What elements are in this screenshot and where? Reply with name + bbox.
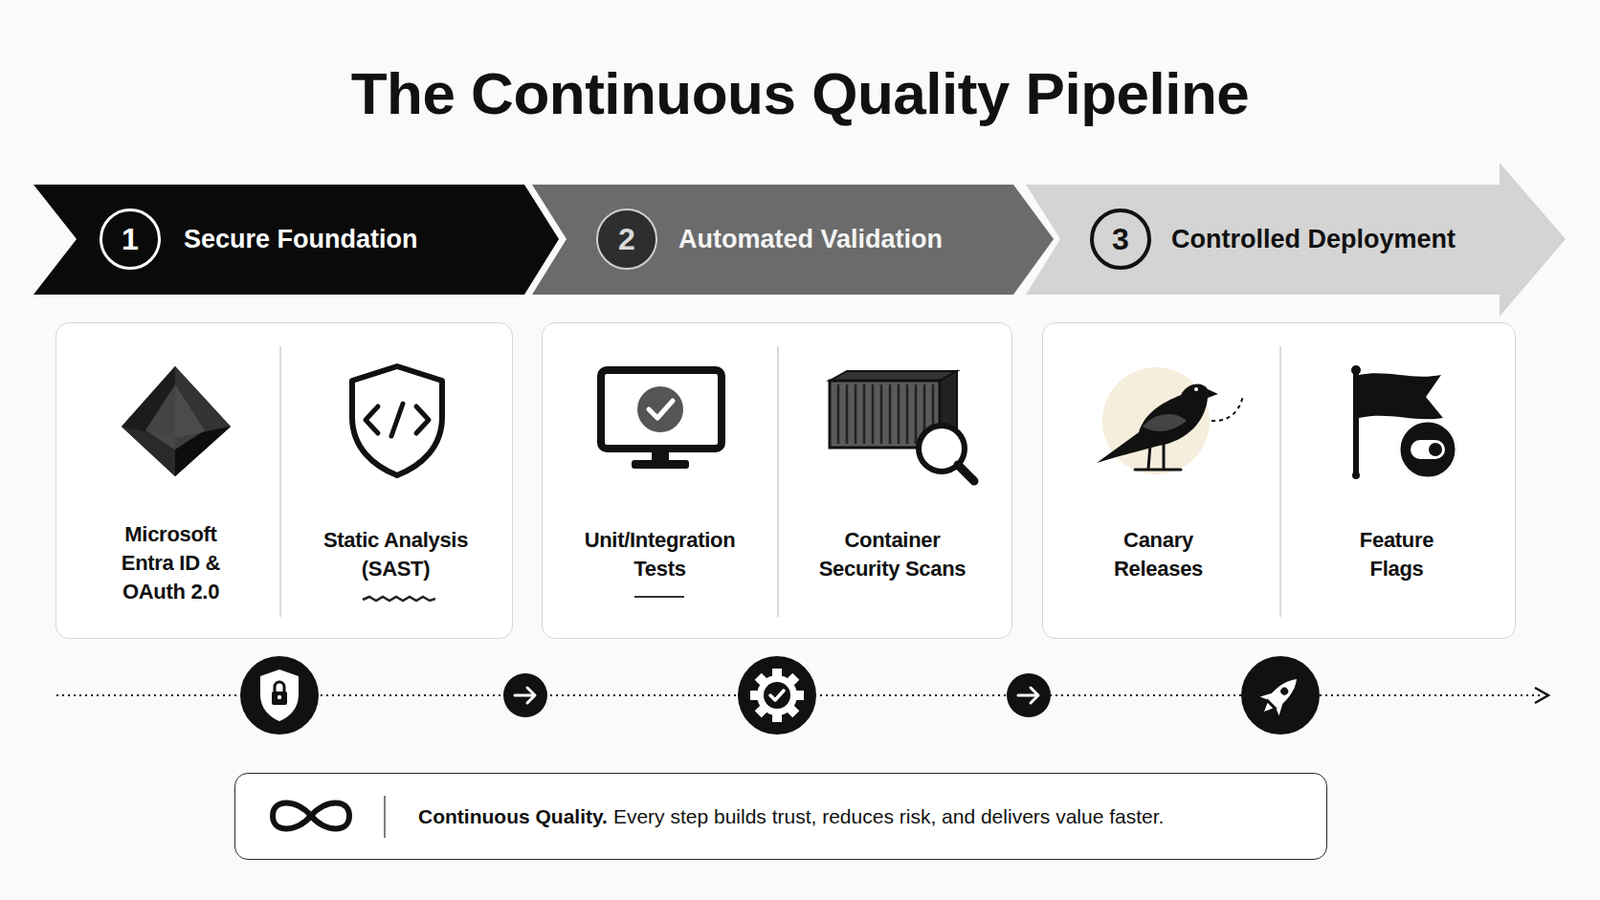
summary-text: Every step builds trust, reduces risk, a… (613, 805, 1164, 829)
arrow-badge (1006, 673, 1051, 718)
gear-badge (763, 682, 791, 710)
phase-title: Automated Validation (678, 224, 943, 255)
step-number: 1 (121, 223, 139, 255)
band-shape (1025, 162, 1566, 317)
tool-label: Static Analysis (SAST) (300, 526, 492, 584)
gear-badge (772, 668, 782, 679)
lock-badge (260, 669, 299, 722)
phase-band: Controlled Deployment 3 (1025, 162, 1566, 317)
lock-badge (271, 691, 288, 706)
rocket-badge (1254, 669, 1307, 722)
gear-badge (737, 656, 817, 735)
rocket-badge (1241, 656, 1320, 735)
phase-band: Secure Foundation 1 (33, 184, 559, 295)
summary-box: Continuous Quality.Every step builds tru… (234, 773, 1328, 861)
gear-badge (750, 668, 804, 723)
rocket-badge (1260, 688, 1274, 702)
tool-label: Unit/Integration Tests (564, 526, 756, 584)
lock-badge (274, 682, 285, 693)
rocket-badge (1261, 703, 1273, 715)
band-shape (532, 184, 1054, 295)
gear-badge (755, 673, 769, 688)
rocket-badge (1274, 702, 1289, 716)
arrow-badge (503, 673, 548, 718)
tool-card: Unit/Integration Tests Container Security… (541, 322, 1013, 640)
arrow-badge (1018, 688, 1039, 704)
gear-badge (755, 704, 769, 718)
gear-badge (772, 712, 782, 723)
gear-badge (737, 656, 817, 735)
tool-label: Container Security Scans (811, 526, 975, 584)
phase-band: Automated Validation 2 (532, 184, 1054, 295)
rocket-badge (1266, 673, 1303, 710)
step-number-circle: 1 (99, 208, 161, 270)
tool-label: Feature Flags (1344, 526, 1450, 584)
step-number: 2 (618, 223, 636, 255)
rocket-badge (1241, 656, 1320, 735)
timeline (1534, 688, 1549, 704)
gear-badge (750, 690, 760, 701)
tool-card: Microsoft Entra ID & OAuth 2.0 Static Ana… (55, 322, 513, 640)
arrow-badge (514, 688, 535, 704)
tool-label: Canary Releases (1101, 526, 1217, 584)
phase-title: Controlled Deployment (1171, 224, 1456, 255)
tool-label: Microsoft Entra ID & OAuth 2.0 (104, 520, 239, 607)
title: The Continuous Quality Pipeline (0, 63, 1600, 125)
gear-badge (770, 690, 784, 701)
lock-badge (240, 656, 319, 735)
lock-badge (240, 656, 319, 735)
arrow-badge (1006, 673, 1051, 718)
arrow-badge (503, 673, 548, 718)
step-number: 3 (1111, 223, 1130, 255)
band-shape (33, 184, 559, 295)
timeline (56, 694, 1543, 697)
gear-badge (794, 690, 804, 701)
step-number-circle: 3 (1089, 208, 1152, 270)
rocket-badge (1279, 686, 1290, 697)
gear-badge (785, 704, 800, 718)
gear-badge (756, 675, 798, 716)
phase-title: Secure Foundation (183, 224, 419, 255)
timeline (56, 688, 1549, 704)
step-number-circle: 2 (596, 208, 658, 270)
summary-text: Continuous Quality. (418, 805, 608, 829)
tool-card: Canary Releases Feature Flags (1042, 322, 1516, 640)
gear-badge (785, 673, 800, 688)
lock-badge (277, 695, 282, 700)
